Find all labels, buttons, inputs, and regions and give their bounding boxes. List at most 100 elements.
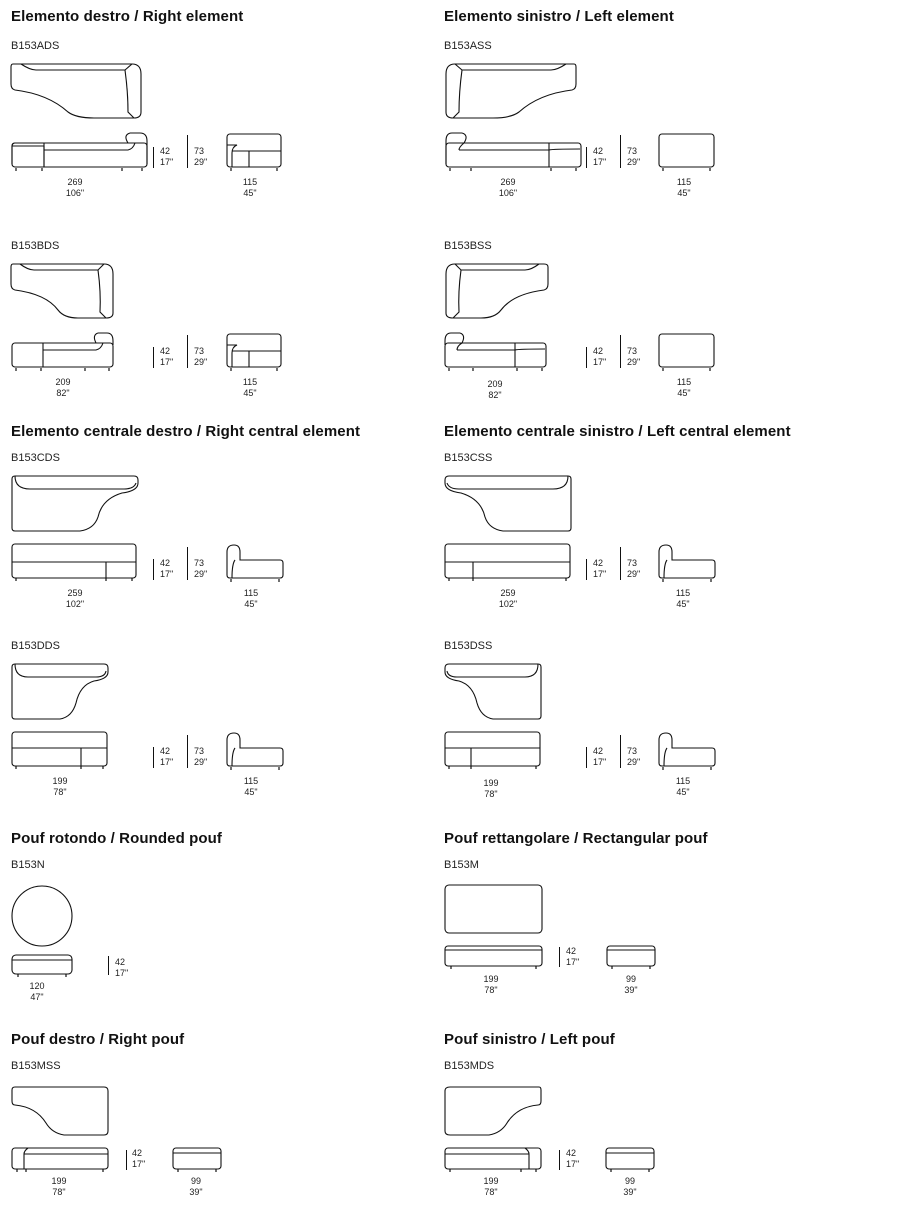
seat-height-dimension-line [153,747,154,768]
seat-height-dimension-line [586,559,587,580]
side-view-drawing [606,945,656,969]
side-view-drawing [658,133,715,171]
top-view-drawing [11,1086,109,1136]
seat-height-dimension-line [586,347,587,368]
seat-height-dimension-line [586,747,587,768]
top-view-drawing [10,263,114,319]
product-code: B153ADS [11,40,60,52]
front-view-drawing [11,731,108,769]
top-view-drawing [444,1086,542,1136]
side-view-drawing [226,732,284,770]
product-code: B153M [444,859,479,871]
front-view-drawing [11,132,148,171]
overall-height-dimension-line [187,547,188,580]
section-title-right-element: Elemento destro / Right element [11,8,244,25]
product-code: B153N [11,859,45,871]
top-view-drawing [444,475,572,532]
top-view-drawing [11,885,73,947]
top-view-drawing [11,663,109,720]
top-view-drawing [11,475,139,532]
top-view-drawing [445,63,577,119]
front-view-drawing [444,332,547,371]
overall-height-dimension-line [620,135,621,168]
front-view-drawing [11,1147,109,1172]
section-title-right-pouf: Pouf destro / Right pouf [11,1031,185,1048]
section-title-left-pouf: Pouf sinistro / Left pouf [444,1031,615,1048]
side-view-drawing [658,544,716,582]
side-view-drawing [658,333,715,371]
seat-height-dimension-line [586,147,587,168]
seat-height-dimension-line [559,1150,560,1170]
product-code: B153BSS [444,240,492,252]
product-code: B153ASS [444,40,492,52]
product-code: B153MDS [444,1060,495,1072]
front-view-drawing [444,945,543,969]
seat-height-dimension-line [153,147,154,168]
front-view-drawing [11,543,137,581]
seat-height-dimension-line [153,347,154,368]
product-code: B153DSS [444,640,493,652]
front-view-drawing [11,954,73,977]
overall-height-dimension-line [620,735,621,768]
seat-height-dimension-line [126,1150,127,1170]
seat-height-dimension-line [108,956,109,975]
side-view-drawing [658,732,716,770]
side-view-drawing [172,1147,222,1172]
overall-height-dimension-line [187,335,188,368]
overall-height-dimension-line [620,335,621,368]
seat-height-dimension-line [559,947,560,967]
top-view-drawing [445,263,549,319]
section-title-left-central-element: Elemento centrale sinistro / Left centra… [444,423,791,440]
top-view-drawing [444,884,543,934]
side-view-drawing [226,333,282,371]
side-view-drawing [226,544,284,582]
product-code: B153BDS [11,240,60,252]
overall-height-dimension-line [187,135,188,168]
top-view-drawing [444,663,542,720]
front-view-drawing [444,731,541,769]
product-code: B153CDS [11,452,60,464]
overall-height-dimension-line [620,547,621,580]
side-view-drawing [605,1147,655,1172]
product-code: B153DDS [11,640,60,652]
front-view-drawing [445,132,582,171]
front-view-drawing [11,332,114,371]
top-view-drawing [10,63,142,119]
product-code: B153MSS [11,1060,61,1072]
section-title-right-central-element: Elemento centrale destro / Right central… [11,423,361,440]
